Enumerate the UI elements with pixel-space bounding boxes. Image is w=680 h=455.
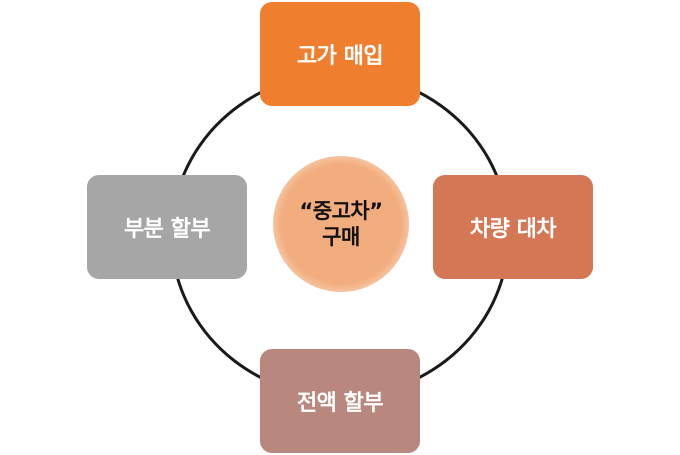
node-high-price-purchase: 고가 매입 [260,2,420,106]
node-label: 고가 매입 [296,44,384,69]
node-label: 부분 할부 [123,217,211,242]
node-vehicle-trade-in: 차량 대차 [433,175,593,279]
node-label: 차량 대차 [469,217,557,242]
center-circle: “중고차” 구매 [273,156,409,292]
center-label-line2: 구매 [322,225,360,249]
node-partial-installment: 부분 할부 [87,175,247,279]
center-label-line1: “중고차” [299,199,383,223]
node-full-installment: 전액 할부 [260,349,420,453]
node-label: 전액 할부 [296,391,384,416]
